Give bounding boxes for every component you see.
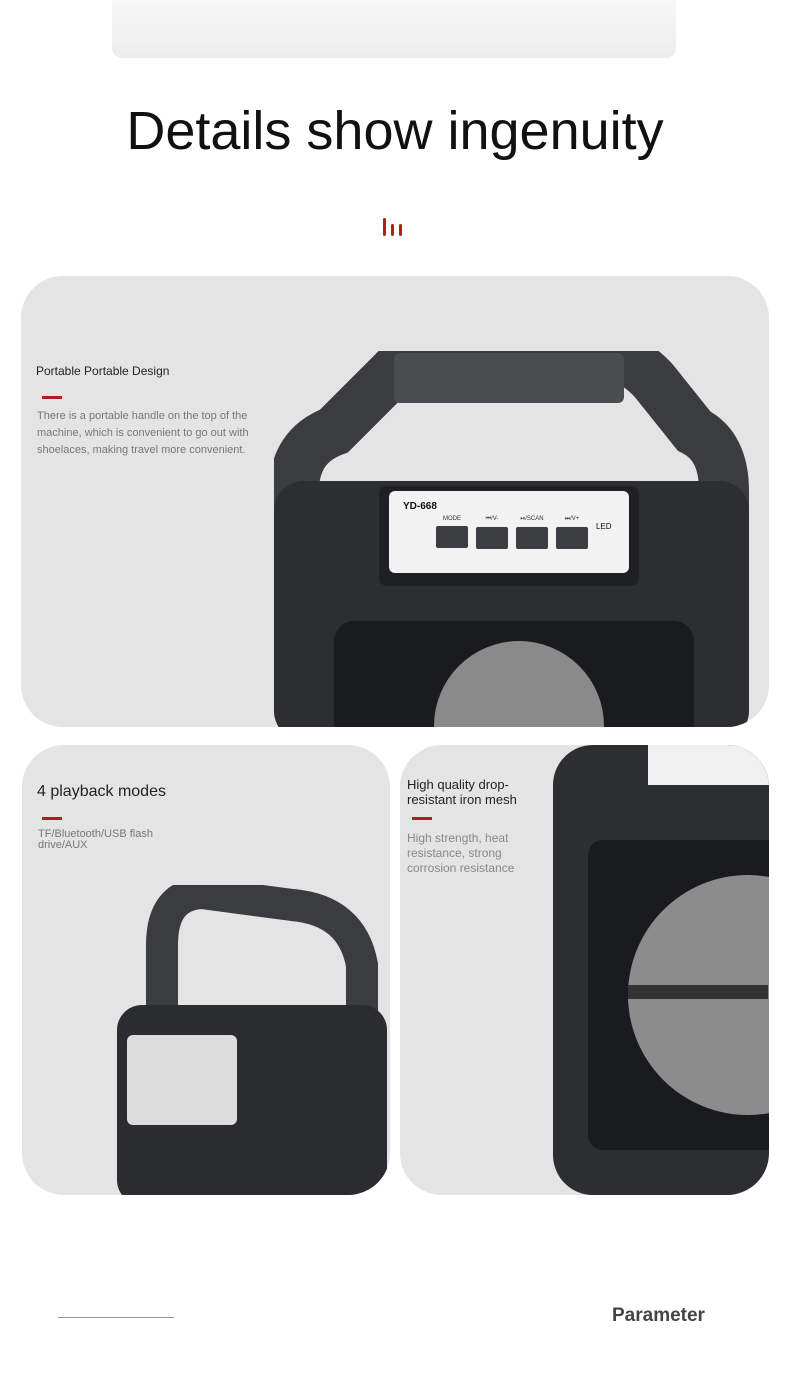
page-title: Details show ingenuity: [126, 101, 664, 161]
prev-button[interactable]: ⏮/V-: [476, 516, 508, 549]
feature-panel-mesh: High quality drop-resistant iron mesh Hi…: [400, 745, 769, 1195]
led-label: LED: [596, 522, 612, 531]
accent-bar: [42, 396, 62, 399]
accent-bar: [412, 817, 432, 820]
feature-description: High strength, heat resistance, strong c…: [407, 831, 515, 875]
accent-bar: [42, 817, 62, 820]
parameter-heading: Parameter: [612, 1305, 705, 1326]
next-button[interactable]: ⏭/V+: [556, 516, 588, 549]
mode-button[interactable]: MODE: [436, 516, 468, 549]
speaker-image: [274, 351, 749, 727]
speaker-image: [553, 745, 769, 1195]
divider-line: [58, 1317, 174, 1318]
feature-panel-portable: Portable Portable Design There is a port…: [21, 276, 769, 727]
feature-panel-modes: 4 playback modes TF/Bluetooth/USB flash …: [22, 745, 390, 1195]
top-product-fade: [112, 0, 676, 58]
feature-title: Portable Portable Design: [36, 364, 170, 378]
feature-description: TF/Bluetooth/USB flash drive/AUX: [38, 828, 153, 851]
feature-title: 4 playback modes: [37, 783, 166, 800]
feature-title: High quality drop-resistant iron mesh: [407, 777, 517, 807]
play-button[interactable]: ⏯/SCAN: [516, 516, 548, 549]
model-label: YD-668: [403, 501, 437, 512]
speaker-image: [117, 885, 387, 1195]
decorative-marks: [383, 218, 402, 236]
feature-description: There is a portable handle on the top of…: [37, 410, 249, 456]
